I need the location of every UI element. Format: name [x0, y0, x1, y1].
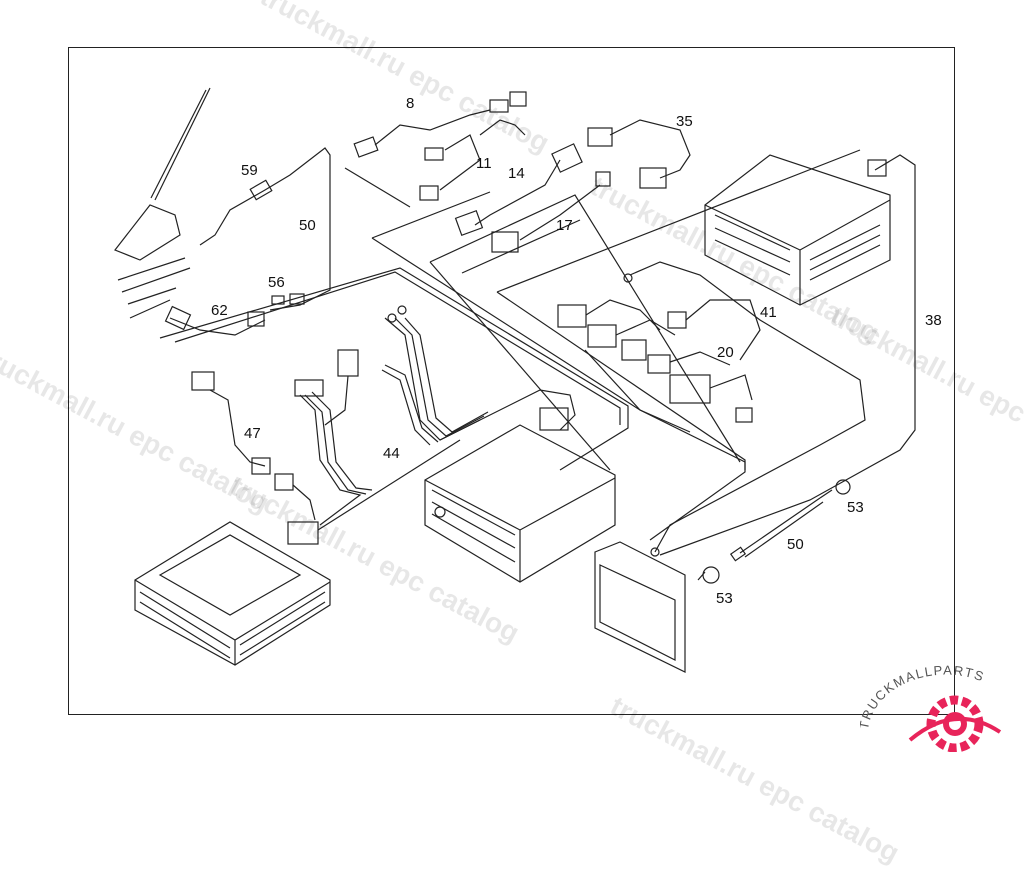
- harness-44: [287, 305, 576, 545]
- harness-17: [491, 171, 611, 253]
- truckmallparts-logo: TRUCKMALLPARTS: [860, 662, 1020, 752]
- leader-lines: [159, 149, 861, 541]
- unit-middle: [424, 424, 616, 583]
- rod-antenna-50: [697, 479, 851, 584]
- callout-53-bottom: 53: [716, 590, 733, 607]
- svg-text:TRUCKMALLPARTS: TRUCKMALLPARTS: [860, 663, 987, 731]
- display-unit: [594, 541, 686, 673]
- callout-50-top: 50: [299, 217, 316, 234]
- callout-20: 20: [717, 344, 734, 361]
- cable-38: [659, 154, 916, 556]
- harness-8-11: [353, 91, 527, 201]
- antenna-assembly: [114, 87, 211, 319]
- callout-47: 47: [244, 425, 261, 442]
- harness-20: [557, 299, 761, 423]
- callout-41: 41: [760, 304, 777, 321]
- cable-41: [623, 261, 866, 557]
- diagram-frame: [68, 47, 955, 715]
- gear-logo-icon: [908, 695, 1002, 752]
- callout-17: 17: [556, 217, 573, 234]
- harness-14-35: [454, 119, 691, 236]
- parts-drawing: [114, 87, 916, 673]
- unit-bottom-left: [134, 521, 331, 666]
- callout-44: 44: [383, 445, 400, 462]
- callout-11: 11: [476, 155, 492, 172]
- radio-unit-41: [704, 154, 891, 306]
- callout-8: 8: [406, 95, 415, 112]
- callout-35: 35: [676, 113, 693, 130]
- logo-brand-text: TRUCKMALLPARTS: [860, 663, 987, 731]
- callout-50-bottom: 50: [787, 536, 804, 553]
- callout-53-right: 53: [847, 499, 864, 516]
- harness-47: [191, 371, 316, 521]
- callout-62: 62: [211, 302, 228, 319]
- callout-14: 14: [508, 165, 525, 182]
- callout-56: 56: [268, 274, 285, 291]
- callout-38: 38: [925, 312, 942, 329]
- callout-59: 59: [241, 162, 258, 179]
